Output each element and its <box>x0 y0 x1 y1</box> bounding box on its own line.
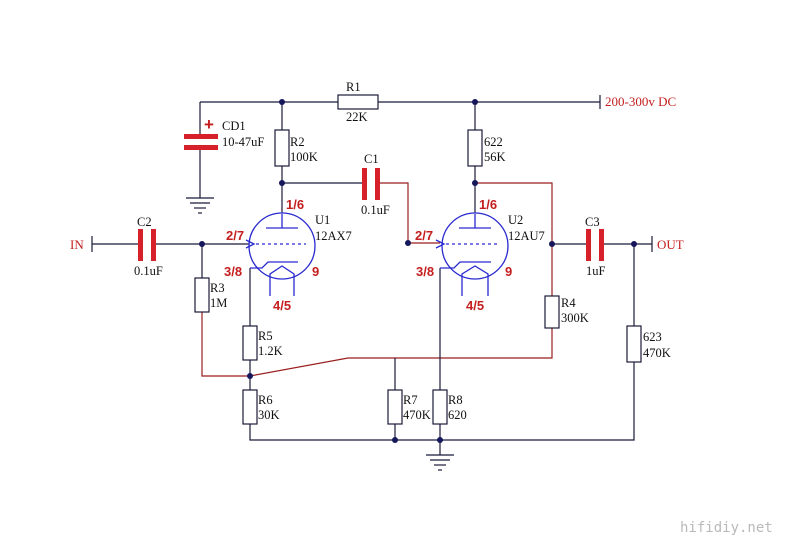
supply-label: 200-300v DC <box>605 94 676 109</box>
resistor-r3 <box>194 277 210 313</box>
resistor-r6 <box>242 389 258 425</box>
u2-type: 12AU7 <box>508 229 545 243</box>
tube-u2-heater <box>461 265 489 296</box>
u2-pin-heater-a: 4/5 <box>466 298 484 313</box>
tube-u1-cathode <box>250 261 298 269</box>
capacitor-c3 <box>586 229 604 261</box>
ground-symbol-main <box>426 454 454 471</box>
watermark: hifidiy.net <box>680 520 773 536</box>
r7-value: 470K <box>403 408 431 422</box>
junction-nodes <box>199 99 637 443</box>
tube-u2-cathode <box>440 261 491 269</box>
u1-pin-cathode: 3/8 <box>224 264 242 279</box>
capacitor-c1 <box>362 168 380 200</box>
r3-value: 1M <box>210 296 227 310</box>
u1-type: 12AX7 <box>315 229 352 243</box>
wires <box>91 95 653 455</box>
ground-symbol-cd1 <box>186 197 214 214</box>
u1-pin-heater-b: 9 <box>312 264 319 279</box>
r8-ref: R8 <box>448 393 463 407</box>
r622-value: 56K <box>484 150 506 164</box>
c3-value: 1uF <box>586 264 606 278</box>
u2-plate-to-r4 <box>475 182 553 296</box>
r1-value: 22K <box>346 110 368 124</box>
tube-u1 <box>245 212 316 296</box>
resistor-r2 <box>274 129 290 167</box>
c1-value: 0.1uF <box>361 203 390 217</box>
feedback-wire <box>201 312 553 377</box>
resistor-r1 <box>337 94 379 110</box>
r6-value: 30K <box>258 408 280 422</box>
resistor-r4 <box>544 295 560 329</box>
c2-value: 0.1uF <box>134 264 163 278</box>
resistor-r8 <box>432 389 448 425</box>
u1-pin-heater-a: 4/5 <box>273 298 291 313</box>
r1-ref: R1 <box>346 80 361 94</box>
grid-arrow-u2 <box>435 239 446 249</box>
u2-pin-cathode: 3/8 <box>416 264 434 279</box>
u2-pin-heater-b: 9 <box>505 264 512 279</box>
output-label: OUT <box>657 237 684 252</box>
cd1-value: 10-47uF <box>222 135 264 149</box>
resistor-r623 <box>626 325 642 363</box>
r2-ref: R2 <box>290 135 305 149</box>
tube-u2-envelope <box>441 212 509 280</box>
resistor-r622 <box>467 129 483 167</box>
tube-u1-heater <box>269 265 295 296</box>
r3-ref: R3 <box>210 281 225 295</box>
u1-pin-grid: 2/7 <box>226 228 244 243</box>
c2-ref: C2 <box>137 215 152 229</box>
u2-pin-plate: 1/6 <box>479 197 497 212</box>
u2-pin-grid: 2/7 <box>415 228 433 243</box>
u2-ref: U2 <box>508 213 523 227</box>
r623-value: 470K <box>643 346 671 360</box>
capacitor-c2 <box>138 229 156 261</box>
input-label: IN <box>70 237 84 252</box>
r5-value: 1.2K <box>258 344 283 358</box>
c3-ref: C3 <box>585 215 600 229</box>
cd1-polarity: + <box>204 115 214 134</box>
r7-ref: R7 <box>403 393 418 407</box>
c1-ref: C1 <box>364 152 379 166</box>
r6-ref: R6 <box>258 393 273 407</box>
r2-value: 100K <box>290 150 318 164</box>
u1-ref: U1 <box>315 213 330 227</box>
cd1-ref: CD1 <box>222 119 246 133</box>
tube-u2 <box>435 212 509 296</box>
capacitor-cd1 <box>184 134 218 150</box>
grid-arrow-u1 <box>245 239 256 249</box>
resistor-r5 <box>242 325 258 361</box>
r8-value: 620 <box>448 408 467 422</box>
c1-to-u2-grid <box>380 182 440 244</box>
resistor-r7 <box>387 389 403 425</box>
r5-ref: R5 <box>258 329 273 343</box>
u1-pin-plate: 1/6 <box>286 197 304 212</box>
r623-ref: 623 <box>643 330 662 344</box>
r4-value: 300K <box>561 311 589 325</box>
r622-ref: 622 <box>484 135 503 149</box>
r4-ref: R4 <box>561 296 576 310</box>
